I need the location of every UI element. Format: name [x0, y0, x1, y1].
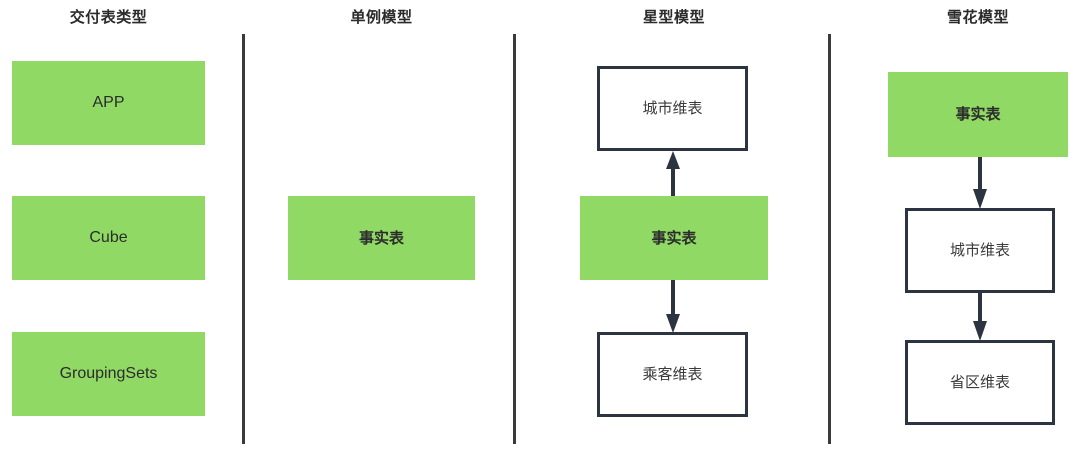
- node-snowflake-city-dimension-table[interactable]: 城市维表: [905, 208, 1055, 293]
- column-title-snowflake-model: 雪花模型: [946, 9, 1009, 26]
- node-star-passenger-dimension-table[interactable]: 乘客维表: [597, 332, 748, 417]
- arrow-snowflake-fact-to-city: [972, 157, 988, 209]
- node-app[interactable]: APP: [12, 61, 205, 145]
- node-star-city-dimension-table[interactable]: 城市维表: [597, 66, 748, 151]
- node-groupingsets[interactable]: GroupingSets: [12, 332, 205, 416]
- column-title-delivery-table-type: 交付表类型: [69, 9, 148, 26]
- column-title-single-case-model: 单例模型: [350, 9, 413, 26]
- node-cube[interactable]: Cube: [12, 196, 205, 280]
- node-snowflake-province-dimension-table[interactable]: 省区维表: [905, 340, 1055, 425]
- arrow-star-fact-to-city: [665, 151, 681, 197]
- node-single-fact-table[interactable]: 事实表: [288, 196, 475, 280]
- column-divider-1: [242, 34, 245, 444]
- column-divider-2: [513, 34, 516, 444]
- arrow-snowflake-city-to-province: [972, 292, 988, 341]
- node-star-fact-table[interactable]: 事实表: [580, 196, 768, 280]
- column-title-star-model: 星型模型: [642, 9, 705, 26]
- column-divider-3: [828, 34, 831, 444]
- arrow-star-fact-to-passenger: [665, 280, 681, 333]
- node-snowflake-fact-table[interactable]: 事实表: [888, 72, 1068, 157]
